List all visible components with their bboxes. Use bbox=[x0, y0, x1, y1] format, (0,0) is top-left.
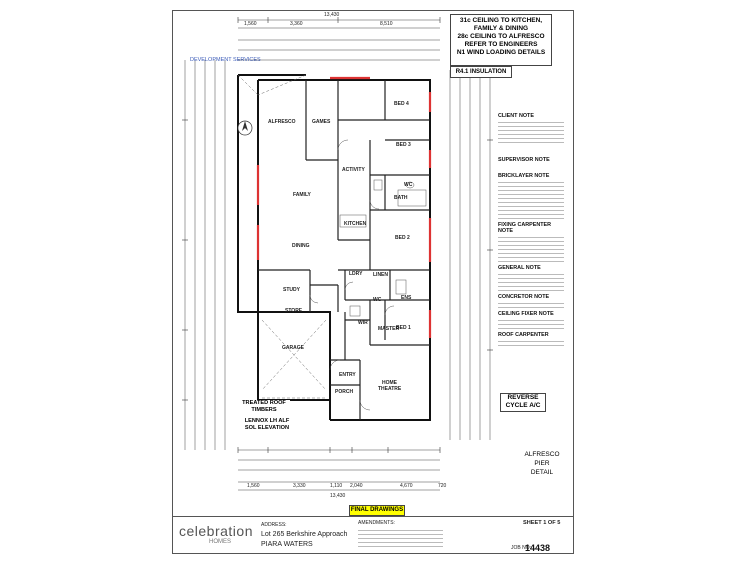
insulation-text: R4.1 INSULATION bbox=[455, 69, 507, 75]
reverse-cycle-line1: REVERSE bbox=[507, 394, 539, 401]
brand-name: celebration bbox=[179, 523, 253, 539]
bottom-dim-d1: 1,560 bbox=[247, 483, 260, 489]
concretor-note-heading: CONCRETOR NOTE bbox=[498, 294, 550, 300]
room-ens: ENS bbox=[401, 295, 412, 301]
room-entry: ENTRY bbox=[339, 372, 356, 378]
room-study: STUDY bbox=[283, 287, 300, 293]
room-ldry: LDRY bbox=[349, 271, 363, 277]
room-store: STORE bbox=[285, 308, 303, 314]
insulation-label: R4.1 INSULATION bbox=[450, 66, 512, 78]
room-wc2: WC bbox=[373, 297, 382, 303]
roof-carpenter-heading: ROOF CARPENTER bbox=[498, 332, 549, 338]
room-bed3: BED 3 bbox=[396, 142, 411, 148]
pier-line1: ALFRESCO bbox=[524, 451, 560, 458]
room-bed1: BED 1 bbox=[396, 325, 411, 331]
pier-line3: DETAIL bbox=[530, 469, 554, 476]
stamp-text: DEVELOPMENT SERVICES bbox=[190, 57, 261, 63]
room-dining: DINING bbox=[292, 243, 310, 249]
client-note-heading: CLIENT NOTE bbox=[498, 113, 534, 119]
room-theatre-line2: THEATRE bbox=[378, 386, 402, 392]
pier-line2: PIER bbox=[534, 460, 550, 467]
brand-sub: HOMES bbox=[209, 539, 232, 545]
supervisor-note-heading: SUPERVISOR NOTE bbox=[498, 157, 550, 163]
reverse-cycle-line2: CYCLE A/C bbox=[505, 402, 541, 409]
job-no: 14438 bbox=[525, 543, 551, 553]
bottom-dim-overall: 13,430 bbox=[330, 493, 346, 499]
room-family: FAMILY bbox=[293, 192, 311, 198]
room-porch: PORCH bbox=[335, 389, 354, 395]
ceiling-fixer-heading: CEILING FIXER NOTE bbox=[498, 311, 554, 317]
engineer-note-line2: N1 WIND LOADING DETAILS bbox=[456, 49, 546, 56]
elevation-line2: SOL ELEVATION bbox=[244, 425, 290, 431]
room-activity: ACTIVITY bbox=[342, 167, 365, 173]
treated-timbers-label: TREATED ROOF TIMBERS bbox=[238, 400, 290, 415]
room-games: GAMES bbox=[312, 119, 331, 125]
address-line2: PIARA WATERS bbox=[261, 541, 313, 548]
address-label: ADDRESS: bbox=[261, 522, 287, 528]
bottom-dim-d3: 1,110 bbox=[330, 483, 343, 489]
room-wir: WIR bbox=[358, 320, 368, 326]
reverse-cycle-label: REVERSE CYCLE A/C bbox=[500, 393, 546, 412]
room-bed4: BED 4 bbox=[394, 101, 409, 107]
alfresco-pier-detail: ALFRESCO PIER DETAIL bbox=[520, 450, 564, 480]
address-line1: Lot 265 Berkshire Approach bbox=[261, 531, 348, 538]
ceiling-note-line3: 28c CEILING TO ALFRESCO bbox=[457, 33, 545, 40]
bottom-dim-d4: 2,040 bbox=[350, 483, 363, 489]
treated-line2: TIMBERS bbox=[251, 407, 277, 413]
general-note-heading: GENERAL NOTE bbox=[498, 265, 541, 271]
amendments-label: AMENDMENTS: bbox=[358, 520, 395, 526]
final-drawings-text: FINAL DRAWINGS bbox=[350, 507, 404, 513]
bottom-dim-d6: 720 bbox=[438, 483, 447, 489]
engineer-note-line1: REFER TO ENGINEERS bbox=[464, 41, 538, 48]
fixing-carpenter-heading: FIXING CARPENTER NOTE bbox=[498, 222, 552, 234]
development-services-stamp: DEVELOPMENT SERVICES bbox=[190, 57, 261, 63]
job-no-label: JOB NO: bbox=[511, 545, 532, 551]
top-dim-overall: 13,430 bbox=[324, 12, 340, 18]
room-linen: LINEN bbox=[373, 272, 388, 278]
notes-column: CLIENT NOTE SUPERVISOR NOTE BRICKLAYER N… bbox=[498, 110, 564, 347]
room-bath: BATH bbox=[394, 195, 408, 201]
bottom-dim-d5: 4,670 bbox=[400, 483, 413, 489]
elevation-label: LENNOX LH ALF SOL ELEVATION bbox=[238, 418, 296, 433]
room-kitchen: KITCHEN bbox=[344, 221, 367, 227]
room-garage: GARAGE bbox=[282, 345, 304, 351]
bottom-dim-d2: 3,330 bbox=[293, 483, 306, 489]
treated-line1: TREATED ROOF bbox=[242, 400, 286, 406]
final-drawings-banner: FINAL DRAWINGS bbox=[349, 505, 405, 516]
top-dim-right: 8,510 bbox=[380, 21, 393, 27]
ceiling-note-line1: 31c CEILING TO KITCHEN, bbox=[459, 17, 543, 24]
elevation-line1: LENNOX LH ALF bbox=[244, 418, 290, 424]
celebration-logo: celebration HOMES bbox=[179, 523, 253, 545]
top-dim-left: 1,560 bbox=[244, 21, 257, 27]
title-block: celebration HOMES ADDRESS: Lot 265 Berks… bbox=[173, 516, 573, 554]
room-alfresco: ALFRESCO bbox=[268, 119, 296, 125]
room-wc: WC bbox=[404, 182, 413, 188]
sheet-number: SHEET 1 OF 5 bbox=[523, 520, 561, 526]
room-bed2: BED 2 bbox=[395, 235, 410, 241]
ceiling-note-line2: FAMILY & DINING bbox=[473, 25, 529, 32]
room-master: MASTER bbox=[378, 326, 400, 332]
bricklayer-note-heading: BRICKLAYER NOTE bbox=[498, 173, 550, 179]
amendment-lines bbox=[358, 527, 443, 548]
room-theatre-line1: HOME bbox=[382, 380, 397, 386]
top-dim-mid: 3,360 bbox=[290, 21, 303, 27]
ceiling-note-banner: 31c CEILING TO KITCHEN, FAMILY & DINING … bbox=[450, 14, 552, 66]
